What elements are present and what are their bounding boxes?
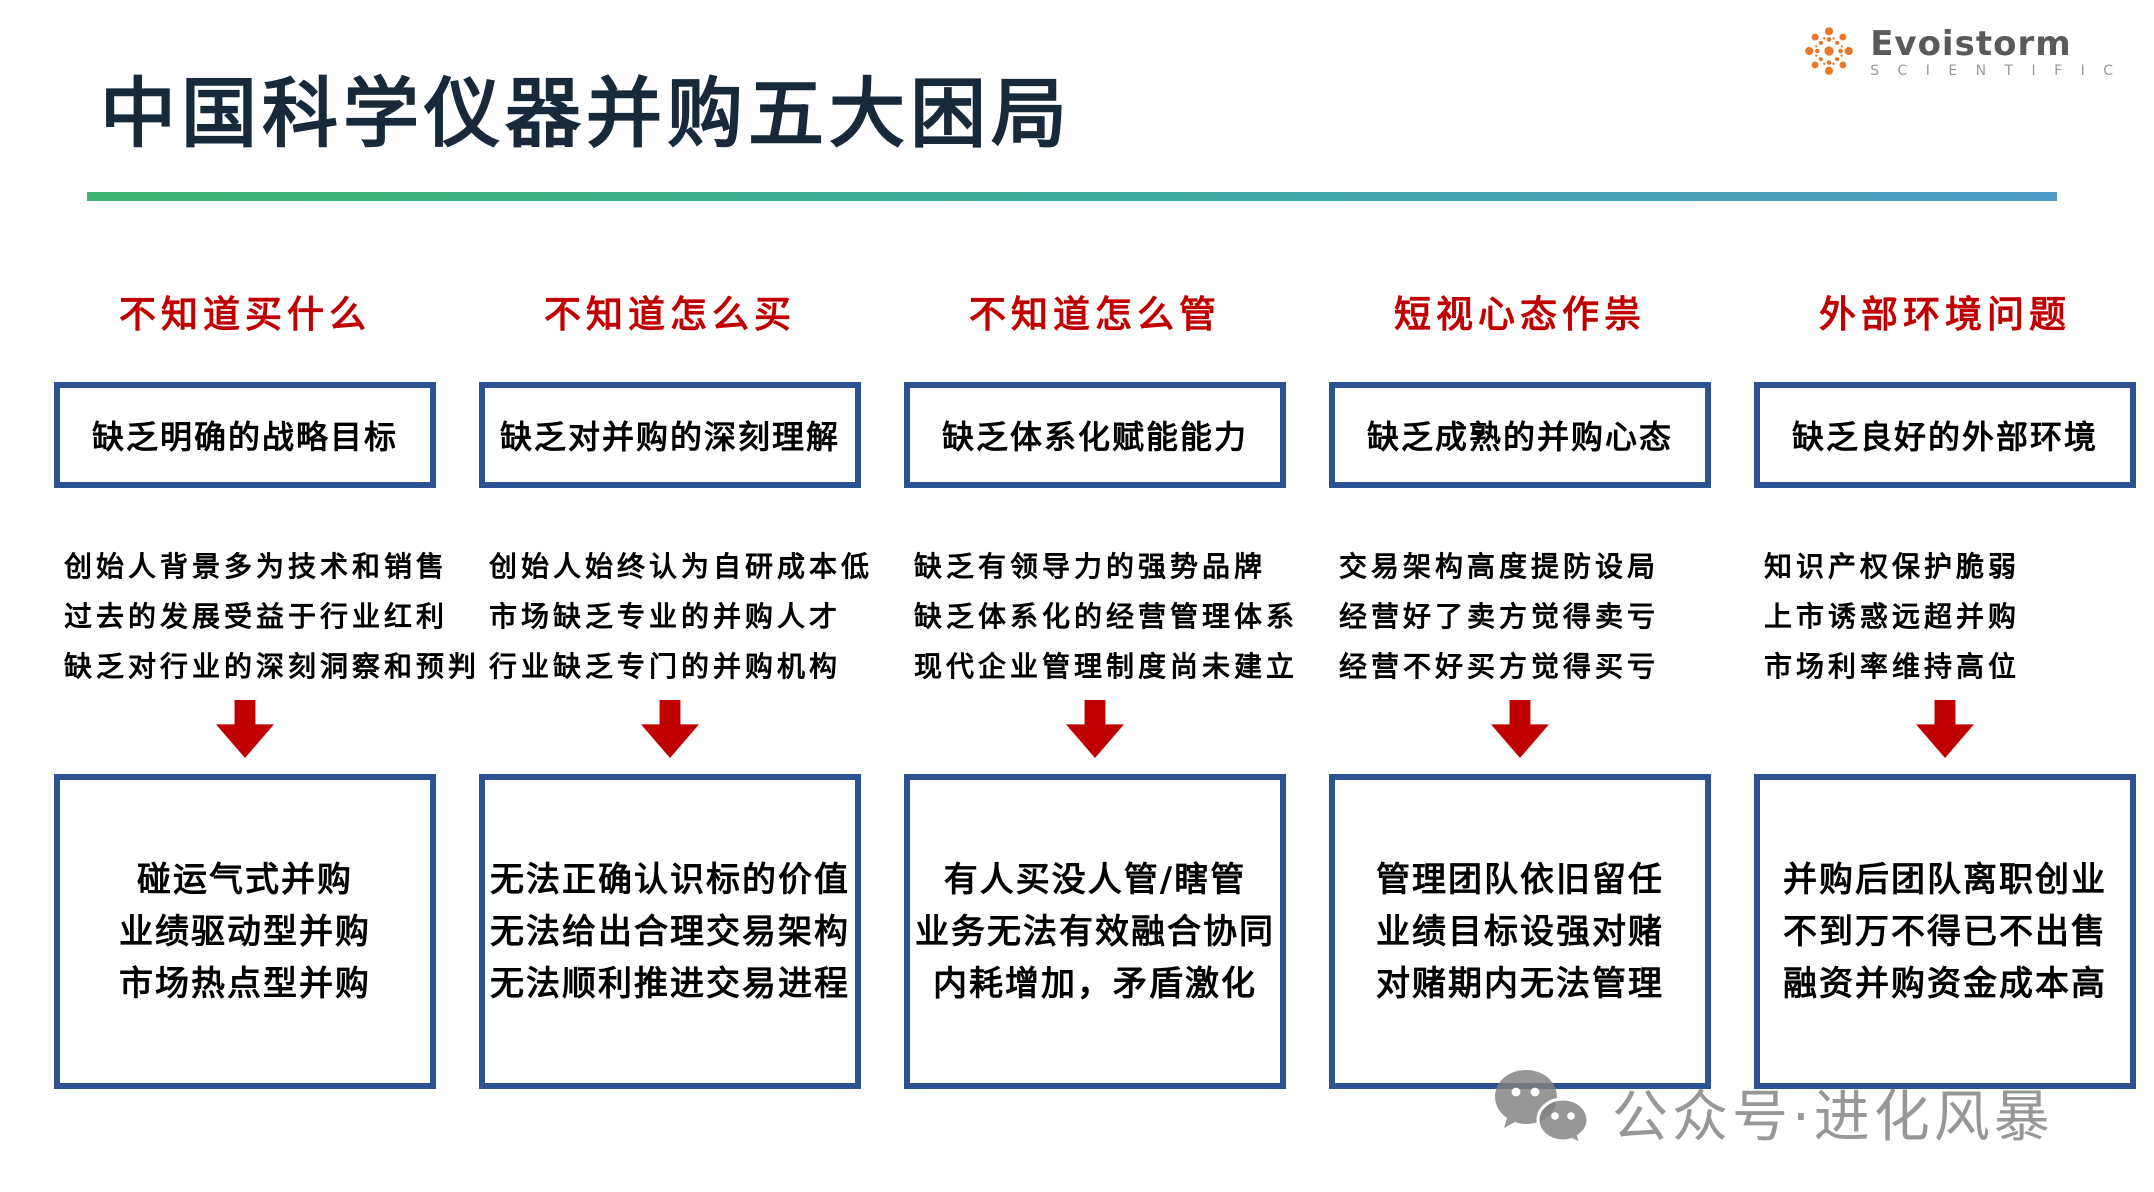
consequence-box: 有人买没人管/瞎管 业务无法有效融合协同 内耗增加，矛盾激化 bbox=[904, 774, 1286, 1089]
cause-list: 创始人始终认为自研成本低 市场缺乏专业的并购人才 行业缺乏专门的并购机构 bbox=[479, 542, 874, 692]
logo-subtitle: S C I E N T I F I C bbox=[1870, 63, 2120, 79]
problem-text: 缺乏良好的外部环境 bbox=[1791, 418, 2098, 456]
wechat-icon bbox=[1492, 1066, 1596, 1158]
cause-line: 经营好了卖方觉得卖亏 bbox=[1339, 600, 1660, 633]
cause-line: 缺乏对行业的深刻洞察和预判 bbox=[64, 650, 481, 683]
cause-line: 缺乏体系化的经营管理体系 bbox=[914, 600, 1299, 633]
page-title: 中国科学仪器并购五大困局 bbox=[100, 69, 1072, 158]
consequence-line: 无法正确认识标的价值 bbox=[490, 859, 850, 900]
cause-line: 交易架构高度提防设局 bbox=[1339, 550, 1660, 583]
problem-box: 缺乏对并购的深刻理解 bbox=[479, 382, 861, 488]
column-3: 不知道怎么管 缺乏体系化赋能能力 缺乏有领导力的强势品牌 缺乏体系化的经营管理体… bbox=[904, 278, 1299, 1089]
cause-line: 创始人始终认为自研成本低 bbox=[489, 550, 874, 583]
down-arrow-icon bbox=[216, 700, 274, 758]
consequence-line: 业务无法有效融合协同 bbox=[915, 911, 1275, 952]
cause-line: 行业缺乏专门的并购机构 bbox=[489, 650, 842, 683]
column-header: 不知道怎么买 bbox=[544, 292, 796, 336]
logo-name: Evoistorm bbox=[1870, 24, 2072, 64]
down-arrow-icon bbox=[1916, 700, 1974, 758]
column-2: 不知道怎么买 缺乏对并购的深刻理解 创始人始终认为自研成本低 市场缺乏专业的并购… bbox=[479, 278, 874, 1089]
problem-box: 缺乏明确的战略目标 bbox=[54, 382, 436, 488]
consequence-line: 碰运气式并购 bbox=[137, 859, 353, 900]
consequence-line: 对赌期内无法管理 bbox=[1376, 963, 1664, 1004]
cause-line: 缺乏有领导力的强势品牌 bbox=[914, 550, 1267, 583]
consequence-box: 碰运气式并购 业绩驱动型并购 市场热点型并购 bbox=[54, 774, 436, 1089]
problem-box: 缺乏成熟的并购心态 bbox=[1329, 382, 1711, 488]
consequence-line: 无法顺利推进交易进程 bbox=[490, 963, 850, 1004]
down-arrow-icon bbox=[1066, 700, 1124, 758]
cause-line: 市场缺乏专业的并购人才 bbox=[489, 600, 842, 633]
problem-text: 缺乏对并购的深刻理解 bbox=[499, 418, 840, 456]
column-header: 不知道买什么 bbox=[119, 292, 371, 336]
consequence-line: 有人买没人管/瞎管 bbox=[943, 859, 1247, 900]
down-arrow-icon bbox=[641, 700, 699, 758]
consequence-line: 内耗增加，矛盾激化 bbox=[933, 963, 1257, 1004]
down-arrow-icon bbox=[1491, 700, 1549, 758]
cause-list: 交易架构高度提防设局 经营好了卖方觉得卖亏 经营不好买方觉得买亏 bbox=[1329, 542, 1711, 692]
consequence-line: 融资并购资金成本高 bbox=[1783, 963, 2107, 1004]
consequence-line: 不到万不得已不出售 bbox=[1783, 911, 2107, 952]
cause-line: 经营不好买方觉得买亏 bbox=[1339, 650, 1660, 683]
column-header: 外部环境问题 bbox=[1819, 292, 2071, 336]
cause-line: 现代企业管理制度尚未建立 bbox=[914, 650, 1299, 683]
consequence-line: 并购后团队离职创业 bbox=[1783, 859, 2107, 900]
cause-line: 创始人背景多为技术和销售 bbox=[64, 550, 449, 583]
cause-line: 上市诱惑远超并购 bbox=[1764, 600, 2021, 633]
problem-text: 缺乏成熟的并购心态 bbox=[1366, 418, 1673, 456]
consequence-line: 业绩目标设强对赌 bbox=[1376, 911, 1664, 952]
consequence-box: 管理团队依旧留任 业绩目标设强对赌 对赌期内无法管理 bbox=[1329, 774, 1711, 1089]
consequence-box: 并购后团队离职创业 不到万不得已不出售 融资并购资金成本高 bbox=[1754, 774, 2136, 1089]
consequence-line: 管理团队依旧留任 bbox=[1376, 859, 1664, 900]
column-4: 短视心态作祟 缺乏成熟的并购心态 交易架构高度提防设局 经营好了卖方觉得卖亏 经… bbox=[1329, 278, 1711, 1089]
problem-text: 缺乏明确的战略目标 bbox=[91, 418, 398, 456]
logo: Evoistorm S C I E N T I F I C bbox=[1800, 22, 2120, 84]
problem-box: 缺乏良好的外部环境 bbox=[1754, 382, 2136, 488]
column-header: 不知道怎么管 bbox=[969, 292, 1221, 336]
consequence-line: 市场热点型并购 bbox=[119, 963, 371, 1004]
watermark-text: 公众号·进化风暴 bbox=[1612, 1084, 2054, 1150]
title-divider bbox=[87, 192, 2057, 201]
cause-line: 过去的发展受益于行业红利 bbox=[64, 600, 449, 633]
problem-box: 缺乏体系化赋能能力 bbox=[904, 382, 1286, 488]
logo-starburst-icon bbox=[1800, 22, 1858, 84]
problem-text: 缺乏体系化赋能能力 bbox=[941, 418, 1248, 456]
cause-list: 知识产权保护脆弱 上市诱惑远超并购 市场利率维持高位 bbox=[1754, 542, 2136, 692]
cause-list: 创始人背景多为技术和销售 过去的发展受益于行业红利 缺乏对行业的深刻洞察和预判 bbox=[54, 542, 481, 692]
cause-line: 市场利率维持高位 bbox=[1764, 650, 2021, 683]
consequence-box: 无法正确认识标的价值 无法给出合理交易架构 无法顺利推进交易进程 bbox=[479, 774, 861, 1089]
columns: 不知道买什么 缺乏明确的战略目标 创始人背景多为技术和销售 过去的发展受益于行业… bbox=[54, 278, 2136, 1089]
column-header: 短视心态作祟 bbox=[1394, 292, 1646, 336]
watermark: 公众号·进化风暴 bbox=[1492, 1066, 2054, 1158]
column-1: 不知道买什么 缺乏明确的战略目标 创始人背景多为技术和销售 过去的发展受益于行业… bbox=[54, 278, 481, 1089]
cause-list: 缺乏有领导力的强势品牌 缺乏体系化的经营管理体系 现代企业管理制度尚未建立 bbox=[904, 542, 1299, 692]
cause-line: 知识产权保护脆弱 bbox=[1764, 550, 2021, 583]
column-5: 外部环境问题 缺乏良好的外部环境 知识产权保护脆弱 上市诱惑远超并购 市场利率维… bbox=[1754, 278, 2136, 1089]
consequence-line: 无法给出合理交易架构 bbox=[490, 911, 850, 952]
consequence-line: 业绩驱动型并购 bbox=[119, 911, 371, 952]
